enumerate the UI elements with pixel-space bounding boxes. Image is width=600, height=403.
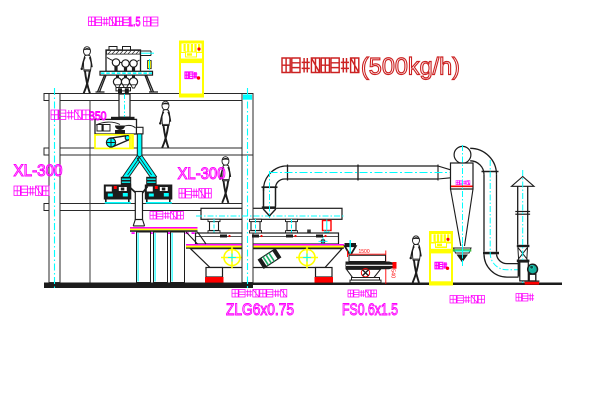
- svg-text:ZLG6x0.75: ZLG6x0.75: [226, 301, 294, 319]
- svg-text:540: 540: [390, 269, 396, 278]
- svg-text:1.5: 1.5: [128, 15, 141, 29]
- svg-text:1500: 1500: [359, 249, 370, 255]
- svg-text:XL-300: XL-300: [14, 162, 63, 180]
- svg-text:XL-300: XL-300: [178, 165, 226, 183]
- svg-text:(500kg/h): (500kg/h): [361, 54, 460, 81]
- svg-text:350: 350: [89, 111, 107, 123]
- svg-text:FS0.6x1.5: FS0.6x1.5: [342, 301, 398, 319]
